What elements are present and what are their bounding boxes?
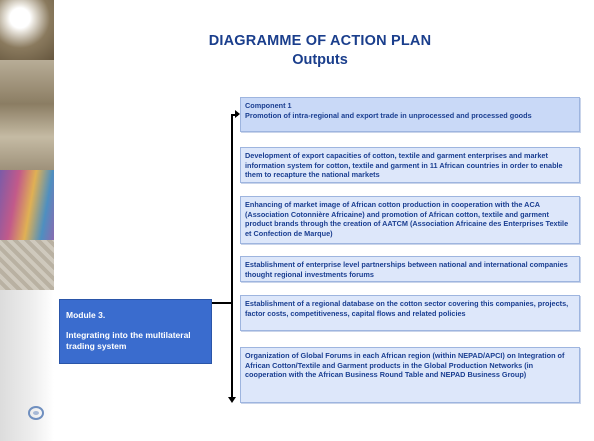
output-text: Enhancing of market image of African cot… xyxy=(245,200,569,238)
colored-fabric-photo xyxy=(0,170,54,240)
arrow-right-icon xyxy=(235,110,240,118)
arrow-down-icon xyxy=(228,397,236,403)
module-description: Integrating into the multilateral tradin… xyxy=(66,330,191,351)
module-connector-line xyxy=(212,302,231,304)
diagram-subtitle: Outputs xyxy=(292,52,348,68)
output-box-component-1: Component 1 Promotion of intra-regional … xyxy=(240,97,580,132)
output-bracket-line xyxy=(231,114,233,399)
output-text: Establishment of enterprise level partne… xyxy=(245,260,568,279)
component-label: Component 1 xyxy=(245,101,292,110)
diagram-title: DIAGRAMME OF ACTION PLAN xyxy=(208,33,432,49)
output-text: Development of export capacities of cott… xyxy=(245,151,563,180)
cotton-boll-photo xyxy=(0,0,54,60)
output-box-regional-database: Establishment of a regional database on … xyxy=(240,295,580,331)
bracket-top-connector xyxy=(231,114,238,116)
cotton-bales-photo xyxy=(0,60,54,170)
module-box: Module 3. Integrating into the multilate… xyxy=(59,299,212,364)
textile-weave-photo xyxy=(0,240,54,290)
un-logo-icon xyxy=(28,406,44,420)
output-text: Organization of Global Forums in each Af… xyxy=(245,351,565,380)
photo-sidebar xyxy=(0,0,54,441)
output-text: Promotion of intra-regional and export t… xyxy=(245,110,532,120)
output-box-market-image: Enhancing of market image of African cot… xyxy=(240,196,580,244)
module-title: Module 3. xyxy=(66,310,106,320)
output-box-export-capacities: Development of export capacities of cott… xyxy=(240,147,580,183)
output-box-global-forums: Organization of Global Forums in each Af… xyxy=(240,347,580,403)
output-box-partnerships: Establishment of enterprise level partne… xyxy=(240,256,580,282)
output-text: Establishment of a regional database on … xyxy=(245,299,569,318)
